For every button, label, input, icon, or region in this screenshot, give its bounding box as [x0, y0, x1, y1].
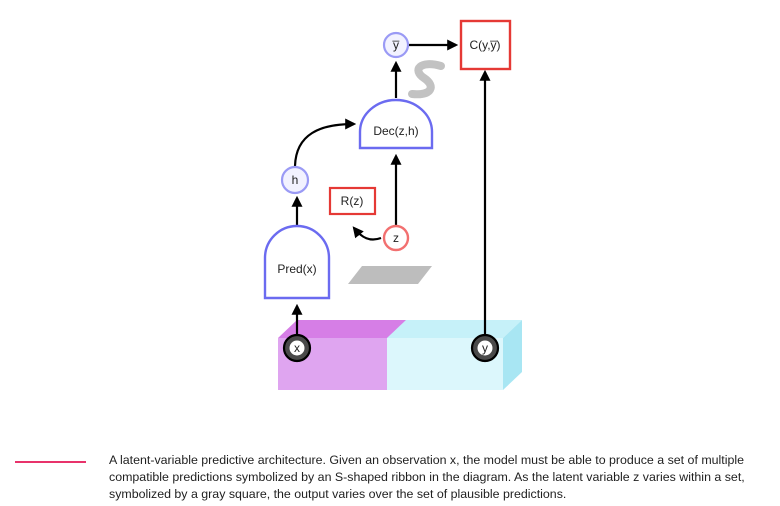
architecture-diagram: Pred(x) h Dec(z,h) R(z) z y̅ C(y,y̅) x [263, 19, 522, 390]
y-box-side [503, 320, 522, 390]
caption-rule [15, 461, 86, 463]
dec-label: Dec(z,h) [373, 124, 418, 138]
x-node: x [282, 333, 312, 363]
pred-module: Pred(x) [263, 224, 331, 300]
edge-h-dec [293, 118, 357, 167]
edge-z-reg [352, 226, 382, 241]
dec-module: Dec(z,h) [358, 98, 434, 150]
cost-label: C(y,y̅) [469, 38, 500, 52]
z-node: z [382, 224, 410, 252]
s-ribbon [408, 60, 445, 99]
ybar-label: y̅ [392, 38, 400, 52]
connections [291, 39, 491, 336]
cost-box: C(y,y̅) [459, 19, 512, 71]
x-box-top [278, 320, 406, 338]
latent-set-square [348, 266, 432, 284]
regularizer-label: R(z) [341, 194, 364, 208]
y-label: y [482, 341, 488, 355]
pred-label: Pred(x) [277, 262, 316, 276]
h-node: h [280, 165, 310, 195]
observation-boxes [278, 320, 522, 390]
y-box-top [387, 320, 522, 338]
ybar-node: y̅ [382, 31, 410, 59]
h-label: h [292, 173, 299, 187]
regularizer-box: R(z) [328, 186, 377, 216]
x-label: x [294, 341, 300, 355]
y-node: y [470, 333, 500, 363]
z-label: z [393, 231, 399, 245]
figure-caption: A latent-variable predictive architectur… [109, 453, 745, 501]
